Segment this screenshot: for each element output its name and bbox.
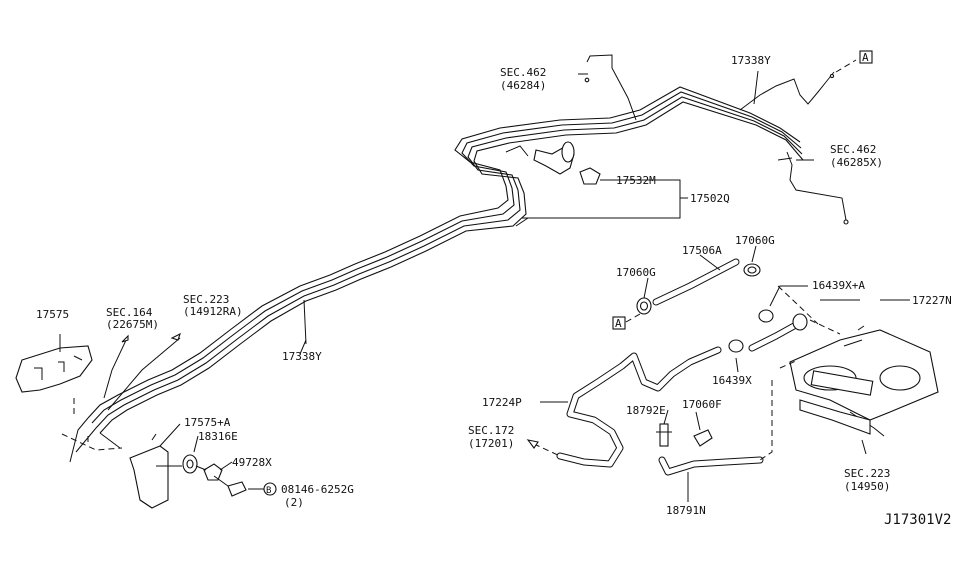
label-17060g-lower: 17060G [616, 266, 656, 279]
label-16439xa: 16439X+A [812, 279, 865, 292]
bracket-17575 [15, 345, 93, 393]
arrow-sec172 [526, 439, 561, 457]
label-18792e: 18792E [626, 404, 666, 417]
main-fuel-pipe-bundle [69, 86, 804, 463]
misc-lines [156, 217, 529, 487]
label-17060f: 17060F [682, 398, 722, 411]
clamp-16439xa [758, 309, 808, 331]
hose-17506a [652, 258, 740, 306]
bolt-circle-b: B [248, 482, 277, 496]
diagram-code: J17301V2 [884, 512, 951, 528]
evap-canister [789, 325, 939, 437]
grommet-18316e [182, 454, 198, 474]
ref-a-top-label: A [862, 51, 869, 64]
label-16439x: 16439X [712, 374, 752, 387]
clamp-17060g-lower [636, 297, 652, 315]
label-sec223-a: SEC.223 [183, 293, 229, 306]
label-17532m: 17532M [616, 174, 656, 187]
label-sec172: SEC.172 [468, 424, 514, 437]
label-bolt-code: 08146-6252G [281, 483, 354, 496]
leaders-left [59, 299, 307, 447]
hose-short-16439x [728, 322, 798, 353]
leader-17502q [505, 145, 688, 219]
bracket-17575a [129, 433, 169, 509]
label-sec462-a-sub: (46284) [500, 79, 546, 92]
label-17502q: 17502Q [690, 192, 730, 205]
label-sec462-b: SEC.462 [830, 143, 876, 156]
label-bolt-qty: (2) [284, 496, 304, 509]
label-17338y-top: 17338Y [731, 54, 771, 67]
label-18791n: 18791N [666, 504, 706, 517]
assembly-dash-lines [61, 285, 841, 461]
bolt-prefix: B [266, 486, 271, 496]
label-17575: 17575 [36, 308, 69, 321]
label-sec462-a: SEC.462 [500, 66, 546, 79]
label-sec172-sub: (17201) [468, 437, 514, 450]
labels: 17338Y SEC.462 (46284) SEC.462 (46285X) … [36, 54, 952, 528]
clip-49728x [203, 463, 223, 481]
label-sec223-a-sub: (14912RA) [183, 305, 243, 318]
connector-dot [584, 77, 590, 83]
label-18316e: 18316E [198, 430, 238, 443]
check-valve-17532m [533, 141, 612, 185]
label-sec223-b: SEC.223 [844, 467, 890, 480]
hose-18791n [658, 456, 764, 476]
clamp-17060g-upper [743, 263, 761, 277]
label-sec164-sub: (22675M) [106, 318, 159, 331]
label-17227n: 17227N [912, 294, 952, 307]
label-sec223-b-sub: (14950) [844, 480, 890, 493]
ref-a-left-label: A [615, 317, 622, 330]
clamp-17060f [693, 429, 713, 447]
leaders-right [299, 70, 910, 502]
label-49728x: 49728X [232, 456, 272, 469]
sec462-lines [584, 54, 857, 225]
bolt-08146 [227, 481, 247, 497]
connector-18792e [656, 423, 672, 447]
label-17338y-mid: 17338Y [282, 350, 322, 363]
hose-17224p [556, 346, 722, 468]
label-sec462-b-sub: (46285X) [830, 156, 883, 169]
label-17506a: 17506A [682, 244, 722, 257]
label-17060g-upper: 17060G [735, 234, 775, 247]
label-17224p: 17224P [482, 396, 522, 409]
label-sec164: SEC.164 [106, 306, 153, 319]
ref-box-a-left: A [612, 313, 641, 330]
label-17575a: 17575+A [184, 416, 231, 429]
ref-box-a-top: A [859, 50, 873, 64]
